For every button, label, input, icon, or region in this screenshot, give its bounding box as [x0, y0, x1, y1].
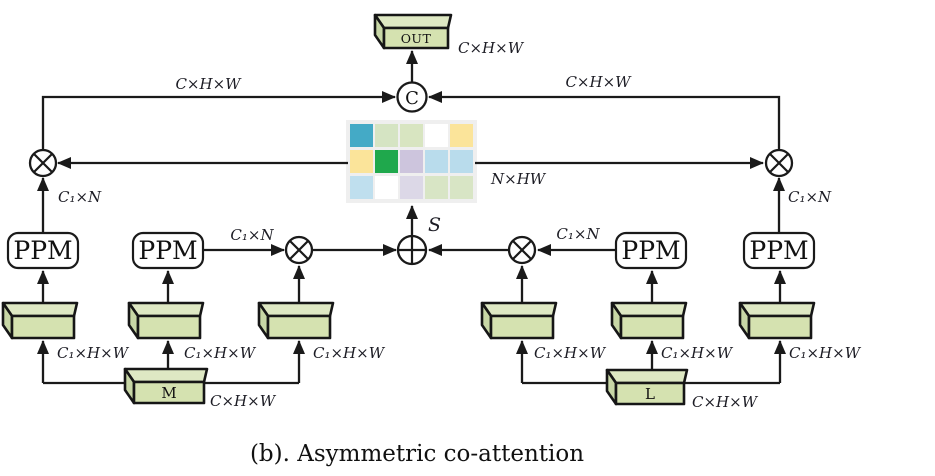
multiply-glyph	[33, 153, 53, 173]
similarity-matrix	[346, 120, 477, 203]
matrix-cell	[400, 176, 423, 199]
m-label: M	[161, 384, 176, 402]
matrix-cell	[400, 124, 423, 147]
dim-label-c1hw-1: C₁×H×W	[57, 344, 130, 362]
ppm-block-4: PPM	[742, 231, 816, 270]
slab-front-face	[382, 26, 450, 50]
dim-label-top-left: C×H×W	[175, 75, 242, 93]
matrix-cell	[375, 124, 398, 147]
matrix-cell	[350, 150, 373, 173]
dim-label-c1hw-4: C₁×H×W	[534, 344, 607, 362]
dim-label-c1n-mid-right: C₁×N	[556, 225, 600, 243]
slab-top-face	[257, 301, 335, 318]
slab-top-face	[738, 301, 816, 318]
dim-label-l: C×H×W	[692, 393, 759, 411]
l-block: L	[605, 368, 689, 406]
dim-label-s: S	[428, 214, 441, 236]
circle-c-icon	[396, 81, 428, 113]
matrix-cell	[400, 150, 423, 173]
multiply-glyph	[512, 240, 532, 260]
matrix-cell	[350, 124, 373, 147]
dim-label-c1n-mid-left: C₁×N	[230, 226, 274, 244]
multiply-glyph	[289, 240, 309, 260]
dim-label-c1hw-6: C₁×H×W	[789, 344, 862, 362]
concat-label: C	[405, 88, 419, 109]
dim-label-c1hw-3: C₁×H×W	[313, 344, 386, 362]
ppm-block-3: PPM	[614, 231, 688, 270]
slab-front-face	[619, 314, 685, 340]
dim-label-c1hw-2: C₁×H×W	[184, 344, 257, 362]
slab-top-face	[123, 367, 209, 384]
slab-front-face	[266, 314, 332, 340]
add-node	[396, 234, 428, 266]
feature-slab-6	[738, 301, 816, 340]
concat-node: C	[396, 81, 428, 113]
dim-label-matrix: N×HW	[490, 170, 547, 188]
slab-front-face	[10, 314, 76, 340]
ppm-label: PPM	[749, 236, 808, 265]
slab-front-face	[136, 314, 202, 340]
feature-slab-3	[257, 301, 335, 340]
feature-slab-2	[127, 301, 205, 340]
dim-label-c1n-left: C₁×N	[58, 188, 102, 206]
ppm-label: PPM	[13, 236, 72, 265]
matrix-cell	[350, 176, 373, 199]
multiply-glyph	[769, 153, 789, 173]
multiply-node-top-right	[764, 148, 794, 178]
slab-front-face	[747, 314, 813, 340]
multiply-node-mid-left	[284, 235, 314, 265]
ppm-box	[6, 231, 80, 270]
dim-label-c1n-right: C₁×N	[788, 188, 832, 206]
multiply-node-mid-right	[507, 235, 537, 265]
matrix-cell	[375, 150, 398, 173]
edge-leftx-to-concat	[41, 91, 396, 150]
slab-top-face	[610, 301, 688, 318]
slab-top-face	[605, 368, 689, 385]
dim-label-m: C×H×W	[210, 392, 277, 410]
matrix-cell	[375, 176, 398, 199]
ppm-block-2: PPM	[131, 231, 205, 270]
m-block: M	[123, 367, 209, 405]
edges	[37, 50, 786, 385]
out-label: OUT	[401, 31, 432, 46]
l-label: L	[645, 385, 655, 403]
slab-top-face	[373, 13, 453, 30]
dim-label-c1hw-5: C₁×H×W	[661, 344, 734, 362]
slab-front-face	[132, 380, 206, 405]
matrix-cell	[450, 124, 473, 147]
dim-label-out: C×H×W	[458, 39, 525, 57]
multiply-node-top-left	[28, 148, 58, 178]
figure-caption: (b). Asymmetric co-attention	[250, 441, 584, 467]
edge-rightx-to-concat	[428, 91, 781, 150]
matrix-cell	[450, 176, 473, 199]
matrix-cell	[450, 150, 473, 173]
slab-top-face	[127, 301, 205, 318]
slab-top-face	[1, 301, 79, 318]
feature-slab-4	[480, 301, 558, 340]
slab-top-face	[480, 301, 558, 318]
matrix-cell	[425, 176, 448, 199]
feature-slab-1	[1, 301, 79, 340]
matrix-cell	[425, 150, 448, 173]
dim-label-top-right: C×H×W	[565, 73, 632, 91]
ppm-block-1: PPM	[6, 231, 80, 270]
out-block: OUT	[373, 13, 453, 50]
ppm-box	[614, 231, 688, 270]
ppm-label: PPM	[138, 236, 197, 265]
ppm-label: PPM	[621, 236, 680, 265]
plus-glyph	[397, 235, 427, 265]
ppm-box	[742, 231, 816, 270]
ppm-box	[131, 231, 205, 270]
matrix-cell	[425, 124, 448, 147]
slab-front-face	[614, 381, 686, 406]
slab-front-face	[489, 314, 555, 340]
feature-slab-5	[610, 301, 688, 340]
